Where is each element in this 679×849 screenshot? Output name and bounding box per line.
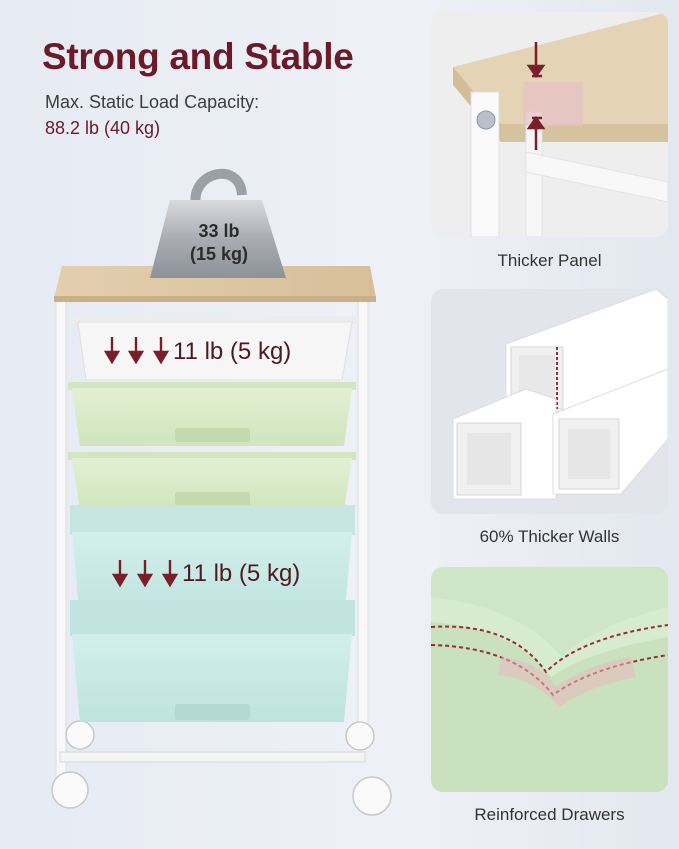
down-arrow-icon [103,337,170,365]
drawer-mint-2 [70,600,355,722]
weight-lb: 33 lb [198,221,240,241]
weight-kg: (15 kg) [189,244,249,264]
feature-caption: 60% Thicker Walls [479,527,620,546]
drawer-green-2 [68,452,356,510]
frame-bottom-bar [59,751,366,763]
frame-leg-right [357,299,369,741]
frame-leg-left [55,299,67,781]
drawer-white [70,316,358,381]
capacity-value: 88.2 lb (40 kg) [45,118,161,138]
drawer-cart-illustration [51,168,392,816]
drawer-load-bottom: 11 lb (5 kg) [182,560,301,587]
weight-block-label: 33 lb (15 kg) [174,220,264,266]
feature-panel-thicker-walls [431,289,668,514]
drawer-load-top: 11 lb (5 kg) [173,338,292,365]
feature-panel-thicker-panel [431,12,668,237]
feature-panel-reinforced-drawers [431,567,668,792]
feature-caption: Reinforced Drawers [474,805,625,824]
capacity-label: Max. Static Load Capacity: [45,92,260,112]
weight-block-icon [150,168,286,278]
drawer-green-1 [68,382,356,446]
down-arrow-icon [111,560,179,588]
feature-caption: Thicker Panel [497,251,602,270]
page-title: Strong and Stable [42,36,354,77]
wood-top-panel [54,266,376,298]
caster-wheel [51,720,392,816]
compress-arrow-icon [526,42,546,150]
